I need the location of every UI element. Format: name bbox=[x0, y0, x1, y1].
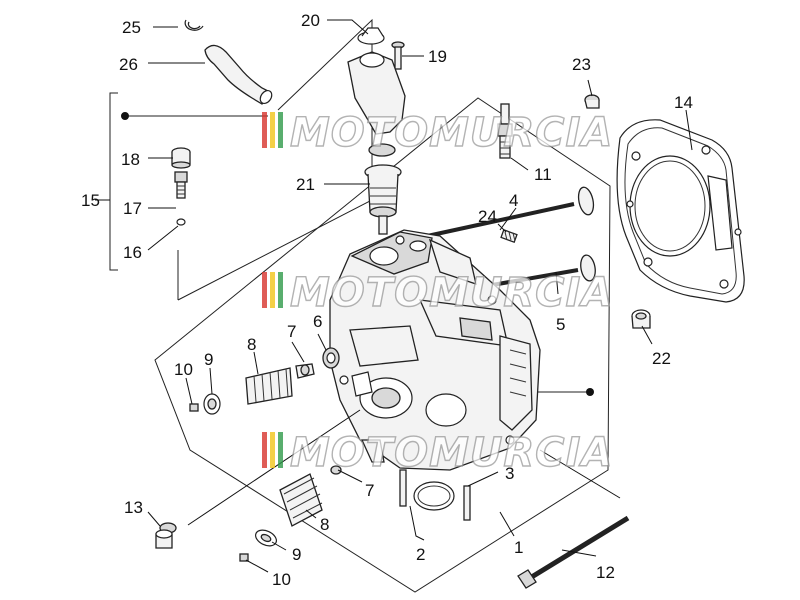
watermark-stripe bbox=[262, 112, 267, 148]
part-plug-13 bbox=[155, 522, 177, 549]
part-spring-8-upper bbox=[245, 367, 293, 405]
callout-19: 19 bbox=[428, 47, 447, 66]
callout-17: 17 bbox=[123, 199, 142, 218]
part-washer-16 bbox=[176, 218, 186, 226]
callout-14: 14 bbox=[674, 93, 693, 112]
callout-24: 24 bbox=[478, 207, 497, 226]
part-retainer-7-lower bbox=[330, 465, 342, 475]
callout-11: 11 bbox=[534, 165, 552, 184]
watermark-logo: MOTOMURCIA bbox=[262, 429, 613, 477]
part-cylinder-head bbox=[329, 229, 541, 471]
part-bushing-22 bbox=[631, 309, 651, 329]
part-studs-2 bbox=[399, 469, 471, 521]
callout-12: 12 bbox=[596, 563, 615, 582]
callout-1: 1 bbox=[514, 538, 523, 557]
watermark-stripe bbox=[270, 112, 275, 148]
housing-neck bbox=[368, 143, 396, 157]
callout-23: 23 bbox=[572, 55, 591, 74]
head-side-dot bbox=[586, 388, 594, 396]
part-cap-18 bbox=[171, 147, 191, 169]
callout-21: 21 bbox=[296, 175, 315, 194]
kit-15-dot bbox=[121, 112, 129, 120]
part-circlip bbox=[184, 19, 204, 31]
part-spring-seat-9-lower bbox=[255, 529, 277, 547]
callout-10-lower: 10 bbox=[272, 570, 291, 589]
housing-outlet bbox=[359, 52, 385, 68]
watermark-text: MOTOMURCIA bbox=[290, 110, 613, 156]
watermark-stripe bbox=[278, 272, 283, 308]
part-dowel-24 bbox=[500, 229, 518, 243]
callout-7-lower: 7 bbox=[365, 481, 374, 500]
callout-16: 16 bbox=[123, 243, 142, 262]
watermark-stripe bbox=[278, 112, 283, 148]
part-clip-20 bbox=[357, 27, 385, 45]
part-thermostat-21 bbox=[364, 164, 402, 235]
watermark-text: MOTOMURCIA bbox=[290, 270, 613, 316]
callout-9-lower: 9 bbox=[292, 545, 301, 564]
part-valve-4 bbox=[417, 186, 595, 240]
callout-13: 13 bbox=[124, 498, 143, 517]
part-o-ring-3 bbox=[413, 481, 455, 511]
callout-3: 3 bbox=[505, 464, 514, 483]
part-long-bolt-12 bbox=[517, 515, 630, 589]
part-seal-6 bbox=[322, 347, 340, 369]
part-head-gasket-14 bbox=[616, 119, 745, 303]
part-sensor-17 bbox=[174, 171, 188, 199]
callout-5: 5 bbox=[556, 315, 565, 334]
callout-7-upper: 7 bbox=[287, 322, 296, 341]
callout-22: 22 bbox=[652, 349, 671, 368]
watermark-stripe bbox=[270, 272, 275, 308]
part-bushing-23 bbox=[584, 94, 600, 109]
part-coolant-hose bbox=[204, 44, 271, 105]
watermarks: MOTOMURCIA MOTOMURCIA MOTOMURCIA bbox=[262, 109, 613, 477]
callout-4: 4 bbox=[509, 191, 518, 210]
callout-25: 25 bbox=[122, 18, 141, 37]
watermark-stripe bbox=[262, 432, 267, 468]
part-spark-plug-11 bbox=[497, 103, 513, 159]
watermark-text: MOTOMURCIA bbox=[290, 430, 613, 476]
kit-15-bracket bbox=[109, 92, 118, 271]
callout-8-upper: 8 bbox=[247, 335, 256, 354]
hose-end bbox=[259, 89, 273, 105]
watermark-stripe bbox=[270, 432, 275, 468]
part-spring-seat-9-upper bbox=[203, 393, 221, 415]
callout-2: 2 bbox=[416, 545, 425, 564]
callout-6: 6 bbox=[313, 312, 322, 331]
callout-20: 20 bbox=[301, 11, 320, 30]
callout-18: 18 bbox=[121, 150, 140, 169]
part-key-10-lower bbox=[239, 553, 249, 562]
part-spring-8-lower bbox=[279, 473, 323, 527]
watermark-logo: MOTOMURCIA bbox=[262, 269, 613, 317]
watermark-stripe bbox=[278, 432, 283, 468]
callout-8-lower: 8 bbox=[320, 515, 329, 534]
part-retainer-7-upper bbox=[295, 363, 315, 379]
part-screw-19 bbox=[391, 41, 405, 70]
callout-15: 15 bbox=[81, 191, 100, 210]
leader-lines bbox=[95, 19, 693, 573]
callout-26: 26 bbox=[119, 55, 138, 74]
callout-10-upper: 10 bbox=[174, 360, 193, 379]
watermark-stripe bbox=[262, 272, 267, 308]
callout-9-upper: 9 bbox=[204, 350, 213, 369]
parts bbox=[155, 19, 745, 589]
hose-group-frame bbox=[177, 18, 373, 301]
part-key-10-upper bbox=[189, 403, 199, 412]
callout-numbers: 25 26 20 19 23 14 18 15 17 16 21 11 4 24… bbox=[81, 11, 693, 589]
cylinder-head-frame bbox=[154, 97, 611, 593]
watermark-logo: MOTOMURCIA bbox=[262, 109, 613, 157]
